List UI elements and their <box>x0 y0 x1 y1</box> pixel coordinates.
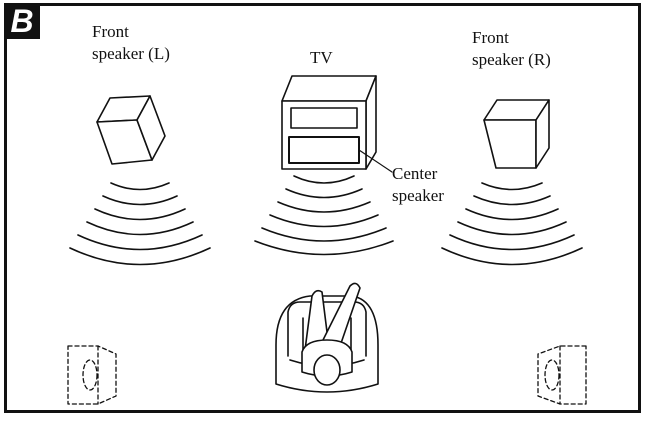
center-sound-waves <box>255 176 393 255</box>
front-right-label-line1: Front <box>472 28 509 47</box>
front-left-label-line2: speaker (L) <box>92 44 170 63</box>
rear-left-speaker-icon <box>68 346 116 404</box>
tv-label: TV <box>310 48 333 67</box>
rear-right-speaker-icon <box>538 346 586 404</box>
front-left-speaker-icon <box>97 96 165 164</box>
front-left-sound-waves <box>70 183 210 265</box>
figure-badge: B <box>4 3 40 39</box>
listener-person-icon <box>302 283 360 385</box>
center-speaker-label-line2: speaker <box>392 186 444 205</box>
front-right-sound-waves <box>442 183 582 265</box>
center-speaker-icon <box>359 150 392 172</box>
center-speaker-label-line1: Center <box>392 164 438 183</box>
front-right-label-line2: speaker (R) <box>472 50 551 69</box>
tv-icon <box>282 76 376 169</box>
front-left-label-line1: Front <box>92 22 129 41</box>
front-right-speaker-icon <box>484 100 549 168</box>
